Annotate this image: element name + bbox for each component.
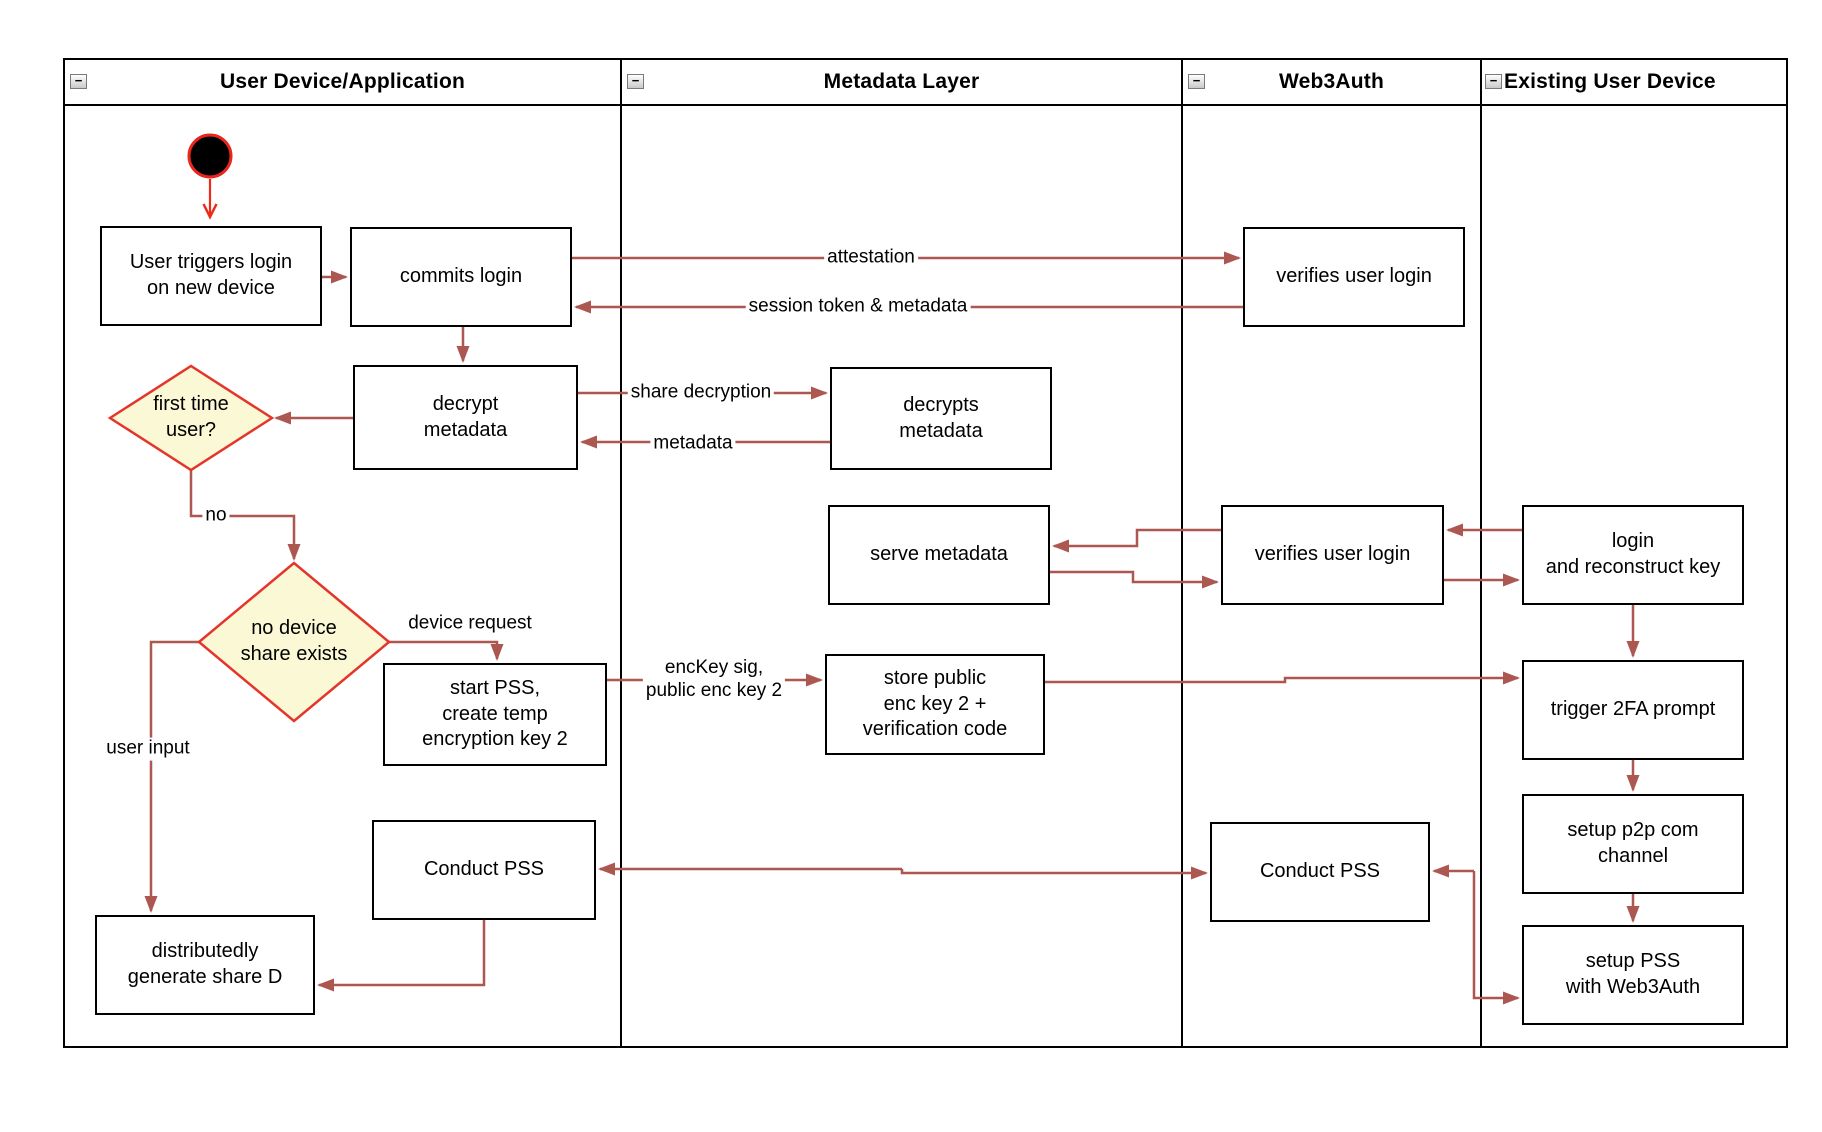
node-label: verifies user login <box>1254 543 1411 566</box>
node-setup-p2p-channel[interactable]: setup p2p com channel <box>1522 794 1744 894</box>
edge-label-device-request[interactable]: device request <box>408 612 532 634</box>
node-conduct-pss-left[interactable]: Conduct PSS <box>372 820 596 920</box>
node-label: verifies user login <box>1276 265 1432 288</box>
node-conduct-pss-web3auth[interactable]: Conduct PSS <box>1210 822 1430 922</box>
edge-label-attestation[interactable]: attestation <box>824 246 918 270</box>
lane-header-user-device[interactable]: User Device/Application <box>65 60 620 104</box>
node-trigger-2fa-prompt[interactable]: trigger 2FA prompt <box>1522 660 1744 760</box>
edge-label-share-decryption[interactable]: share decryption <box>627 381 775 405</box>
edge-label-no[interactable]: no <box>202 504 230 528</box>
node-login-reconstruct-key[interactable]: login and reconstruct key <box>1522 505 1744 605</box>
collapse-icon[interactable]: − <box>70 74 87 89</box>
decision-first-time-user[interactable] <box>107 364 275 472</box>
node-label: store public enc key 2 + verification co… <box>862 667 1008 741</box>
lane-header-existing-device[interactable]: Existing User Device <box>1482 60 1788 104</box>
node-label: Conduct PSS <box>1259 860 1381 883</box>
collapse-icon[interactable]: − <box>1188 74 1205 89</box>
edge-conduct-to-generate[interactable] <box>317 920 486 992</box>
header-separator <box>63 104 1788 106</box>
lane-header-metadata-layer[interactable]: Metadata Layer <box>622 60 1181 104</box>
node-decrypt-metadata[interactable]: decrypt metadata <box>353 365 578 470</box>
lane-divider-2 <box>1181 58 1183 1048</box>
edge-no[interactable] <box>189 470 301 561</box>
node-label: decrypt metadata <box>423 392 508 441</box>
edge-device-request[interactable] <box>389 640 504 661</box>
edge-conduct-to-setuppss[interactable] <box>1472 871 1520 1005</box>
decision-no-device-share[interactable] <box>197 561 391 723</box>
node-label: decrypts metadata <box>899 393 983 442</box>
node-label: Conduct PSS <box>423 858 545 881</box>
edge-label-session-token[interactable]: session token & metadata <box>745 295 971 319</box>
lane-title: Web3Auth <box>1278 70 1385 93</box>
start-node[interactable] <box>187 133 233 179</box>
node-label: serve metadata <box>870 543 1008 566</box>
edge-conduct-link-right[interactable] <box>900 866 1208 880</box>
node-setup-pss-web3auth[interactable]: setup PSS with Web3Auth <box>1522 925 1744 1025</box>
edge-verifies-to-serve[interactable] <box>1052 528 1221 553</box>
collapse-icon[interactable]: − <box>627 74 644 89</box>
node-label: login and reconstruct key <box>1545 530 1721 578</box>
lane-header-web3auth[interactable]: Web3Auth <box>1183 60 1480 104</box>
edge-label-user-input[interactable]: user input <box>103 737 193 761</box>
edge-user-input[interactable] <box>144 640 199 913</box>
node-label: commits login <box>399 265 523 288</box>
edge-serve-to-verifies[interactable] <box>1050 570 1219 589</box>
lane-title: Existing User Device <box>1504 70 1716 93</box>
edge-label-metadata[interactable]: metadata <box>650 432 736 456</box>
node-label: distributedly generate share D <box>127 940 283 988</box>
node-user-triggers-login[interactable]: User triggers login on new device <box>100 226 322 326</box>
node-label: setup p2p com channel <box>1567 819 1699 867</box>
node-label: start PSS, create temp encryption key 2 <box>422 677 568 751</box>
collapse-icon[interactable]: − <box>1485 74 1502 89</box>
node-label: setup PSS with Web3Auth <box>1565 950 1701 998</box>
lane-divider-3 <box>1480 58 1482 1048</box>
node-label: User triggers login on new device <box>129 251 293 299</box>
edge-label-enckey[interactable]: encKey sig, public enc key 2 <box>642 657 786 703</box>
edge-store-to-2fa[interactable] <box>1045 671 1520 685</box>
node-generate-share-d[interactable]: distributedly generate share D <box>95 915 315 1015</box>
lane-title: User Device/Application <box>219 70 465 93</box>
node-label: trigger 2FA prompt <box>1550 698 1716 721</box>
lane-title: Metadata Layer <box>823 70 980 93</box>
node-start-pss[interactable]: start PSS, create temp encryption key 2 <box>383 663 607 766</box>
node-commits-login[interactable]: commits login <box>350 227 572 327</box>
lane-divider-1 <box>620 58 622 1048</box>
node-serve-metadata[interactable]: serve metadata <box>828 505 1050 605</box>
swimlane-frame <box>63 58 1788 1048</box>
node-decrypts-metadata[interactable]: decrypts metadata <box>830 367 1052 470</box>
node-verifies-user-login-mid[interactable]: verifies user login <box>1221 505 1444 605</box>
node-store-public-enc-key[interactable]: store public enc key 2 + verification co… <box>825 654 1045 755</box>
node-verifies-user-login-top[interactable]: verifies user login <box>1243 227 1465 327</box>
